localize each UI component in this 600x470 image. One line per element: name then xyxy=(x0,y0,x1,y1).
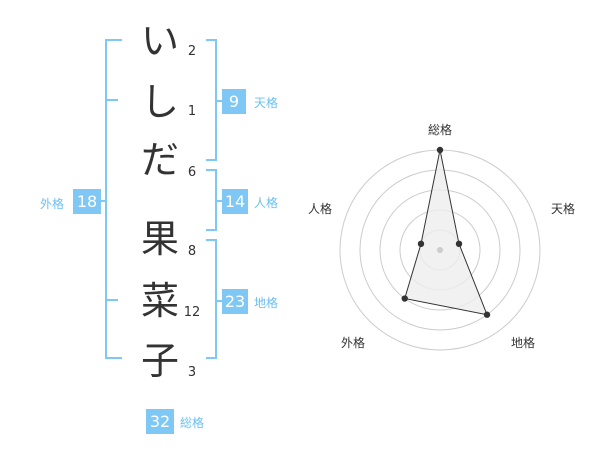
stroke-count-4: 8 xyxy=(187,244,197,259)
jinkaku-badge: 14 xyxy=(222,189,248,214)
tenkaku-badge: 9 xyxy=(222,89,246,114)
chikaku-label: 地格 xyxy=(254,296,279,310)
radar-polygon xyxy=(404,149,488,316)
radar-label-bottom-right: 地格 xyxy=(511,336,536,350)
radar-point-chikaku xyxy=(483,311,491,318)
radar-point-gaikaku xyxy=(401,295,408,302)
radar-point-soukaku xyxy=(436,146,444,154)
stroke-count-2: 1 xyxy=(187,104,197,119)
radar-label-left: 人格 xyxy=(308,202,333,216)
stroke-count-6: 3 xyxy=(187,365,197,380)
radar-label-top: 総格 xyxy=(428,123,453,137)
soukaku-label: 総格 xyxy=(180,416,205,430)
surname-char-1: い xyxy=(140,19,179,63)
stroke-count-1: 2 xyxy=(187,44,197,59)
gaikaku-label: 外格 xyxy=(40,197,65,211)
surname-char-2: し xyxy=(140,80,179,124)
jinkaku-label: 人格 xyxy=(254,196,279,210)
gaikaku-badge: 18 xyxy=(73,189,101,214)
radar-label-right: 天格 xyxy=(551,202,576,216)
given-char-2: 菜 xyxy=(140,279,179,323)
radar-point-tenkaku xyxy=(455,240,463,248)
soukaku-badge: 32 xyxy=(146,409,174,434)
radar-center xyxy=(437,247,443,253)
radar-label-bottom-left: 外格 xyxy=(341,336,366,350)
stroke-count-5: 12 xyxy=(183,305,201,320)
stroke-count-3: 6 xyxy=(187,165,197,180)
surname-char-3: だ xyxy=(140,138,179,182)
given-char-3: 子 xyxy=(140,339,179,383)
radar-point-jinkaku xyxy=(417,240,425,248)
chikaku-badge: 23 xyxy=(222,289,248,314)
tenkaku-label: 天格 xyxy=(254,96,279,110)
given-char-1: 果 xyxy=(140,217,179,261)
